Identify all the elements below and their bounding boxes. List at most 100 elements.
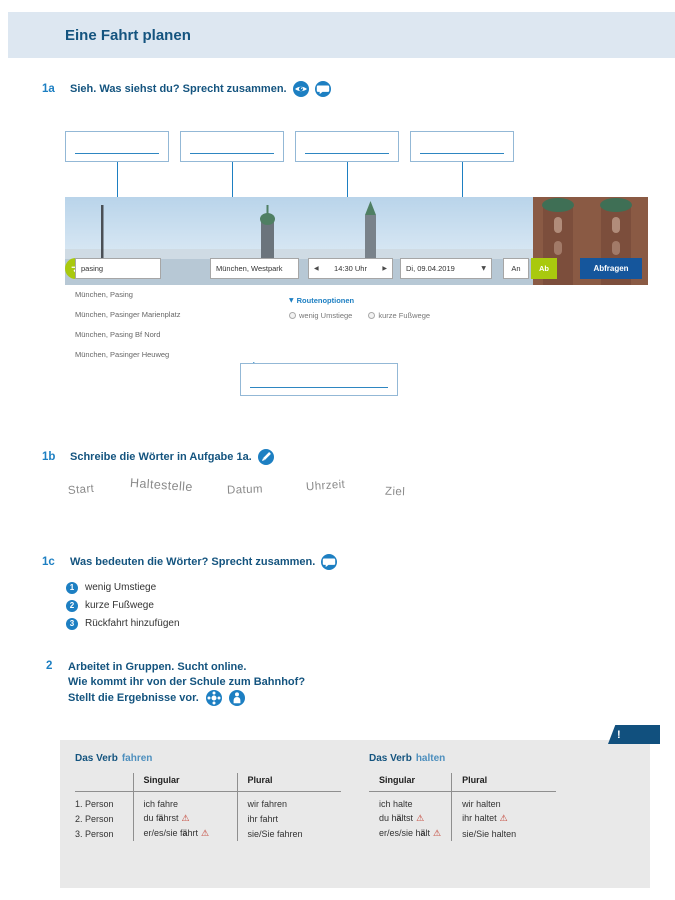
arrival-toggle-button[interactable]: An [503, 258, 529, 279]
route-options-label: Routenoptionen [296, 296, 355, 305]
definition-label: kurze Fußwege [85, 600, 154, 611]
definition-item: 3 Rückfahrt hinzufügen [66, 617, 180, 630]
group-work-icon [205, 690, 222, 706]
exercise-1b-header: 1b Schreibe die Wörter in Aufgabe 1a. [42, 449, 274, 465]
departure-label: Ab [539, 264, 549, 273]
conjugation-cell: ihr fahrt [236, 811, 341, 826]
answer-box-start[interactable] [65, 131, 169, 162]
radio-label: kurze Fußwege [378, 311, 431, 320]
answer-box-routenoptionen[interactable] [240, 363, 398, 396]
to-value: München, Westpark [216, 264, 283, 273]
table-row: er/es/sie hält⚠sie/Sie halten [369, 826, 556, 841]
exercise-2-line2: Wie kommt ihr von der Schule zum Bahnhof… [68, 676, 306, 688]
journey-planner: München, Westpark ◀ 14:30 Uhr ▶ Di, 09.0… [65, 197, 648, 362]
warning-triangle-icon: ⚠ [201, 829, 210, 839]
conjugation-cell: wir halten [451, 791, 556, 811]
exercise-2: 2 Arbeitet in Gruppen. Sucht online. Wie… [46, 660, 305, 706]
word-bank-item: Datum [226, 483, 264, 497]
radio-kurze-fusswege[interactable]: kurze Fußwege [368, 311, 430, 320]
eye-icon [292, 81, 309, 97]
radio-icon [289, 312, 296, 319]
column-header: Plural [236, 773, 341, 792]
submit-query-button[interactable]: Abfragen [580, 258, 642, 279]
exclamation-mark: ! [617, 728, 621, 741]
conjugation-cell: sie/Sie fahren [236, 826, 341, 841]
person-cell: 3. Person [75, 828, 114, 839]
chevron-down-icon: ▼ [289, 297, 294, 304]
time-field[interactable]: ◀ 14:30 Uhr ▶ [308, 258, 393, 279]
warning-triangle-icon: ⚠ [181, 814, 190, 824]
planner-toolbar: München, Westpark ◀ 14:30 Uhr ▶ Di, 09.0… [65, 258, 648, 280]
exercise-2-line1: Arbeitet in Gruppen. Sucht online. [68, 661, 247, 673]
table-row: du hältst⚠ihr haltet⚠ [369, 811, 556, 826]
answer-box-ziel[interactable] [180, 131, 284, 162]
departure-toggle-button[interactable]: Ab [531, 258, 557, 279]
definition-label: Rückfahrt hinzufügen [85, 618, 180, 629]
column-header-person [75, 773, 133, 792]
person-cell: 2. Person [75, 813, 114, 824]
exercise-1a-header: 1a Sieh. Was siehst du? Sprecht zusammen… [42, 81, 331, 97]
conjugation-cell: wir fahren [236, 791, 341, 811]
conjugation-cell: er/es/sie hält⚠ [379, 828, 442, 839]
list-number-badge: 3 [66, 617, 78, 630]
page-header: Eine Fahrt planen [8, 12, 675, 58]
exercise-1a-instruction: Sieh. Was siehst du? Sprecht zusammen. [70, 83, 287, 95]
exercise-1c-number: 1c [42, 556, 55, 568]
date-dropdown-icon[interactable]: ▼ [481, 264, 486, 272]
column-header: Singular [132, 773, 237, 792]
from-input[interactable] [75, 258, 161, 279]
radio-wenig-umstiege[interactable]: wenig Umstiege [289, 311, 352, 320]
suggestion-item[interactable]: München, Pasinger Marienplatz [75, 310, 181, 319]
column-header: Singular [369, 773, 452, 792]
exercise-2-line3: Stellt die Ergebnisse vor. [68, 691, 199, 704]
answer-box-datum[interactable] [410, 131, 514, 162]
exercise-1b-number: 1b [42, 451, 56, 463]
exercise-2-number: 2 [46, 660, 53, 672]
column-header: Plural [451, 773, 556, 792]
word-bank-item: Ziel [384, 485, 406, 499]
alert-tab: ! [608, 725, 660, 744]
warning-triangle-icon: ⚠ [416, 814, 425, 824]
conjugation-cell: du hältst⚠ [379, 813, 425, 824]
speech-bubble-icon [321, 554, 338, 570]
date-value: Di, 09.04.2019 [406, 264, 455, 273]
radio-icon [368, 312, 376, 319]
time-decrease-icon[interactable]: ◀ [314, 264, 319, 272]
route-options: ▼ Routenoptionen wenig Umstiege kurze Fu… [289, 296, 430, 320]
definition-item: 2 kurze Fußwege [66, 599, 180, 612]
word-bank-item: Start [67, 482, 95, 498]
radio-label: wenig Umstiege [299, 311, 353, 320]
pencil-icon [257, 449, 274, 465]
person-cell: 1. Person [75, 799, 114, 809]
route-options-title: ▼ Routenoptionen [289, 296, 430, 305]
time-increase-icon[interactable]: ▶ [382, 264, 387, 272]
exercise-1b-instruction: Schreibe die Wörter in Aufgabe 1a. [70, 451, 252, 463]
to-field[interactable]: München, Westpark [210, 258, 299, 279]
list-number-badge: 2 [66, 599, 78, 612]
table-row: 2. Person du fährst⚠ihr fahrt [75, 811, 341, 826]
exercise-1a-number: 1a [42, 83, 55, 95]
exercise-1c-instruction: Was bedeuten die Wörter? Sprecht zusamme… [70, 556, 316, 568]
suggestion-item[interactable]: München, Pasing Bf Nord [75, 330, 161, 339]
exercise-1c-header: 1c Was bedeuten die Wörter? Sprecht zusa… [42, 554, 338, 570]
warning-triangle-icon: ⚠ [433, 829, 442, 839]
date-field[interactable]: Di, 09.04.2019 ▼ [400, 258, 492, 279]
suggestion-item[interactable]: München, Pasinger Heuweg [75, 350, 170, 359]
suggestion-item[interactable]: München, Pasing [75, 290, 133, 299]
answer-box-uhrzeit[interactable] [295, 131, 399, 162]
arrival-label: An [511, 264, 521, 273]
word-bank-item: Haltestelle [129, 475, 194, 495]
conjugation-cell: du fährst⚠ [132, 811, 237, 826]
